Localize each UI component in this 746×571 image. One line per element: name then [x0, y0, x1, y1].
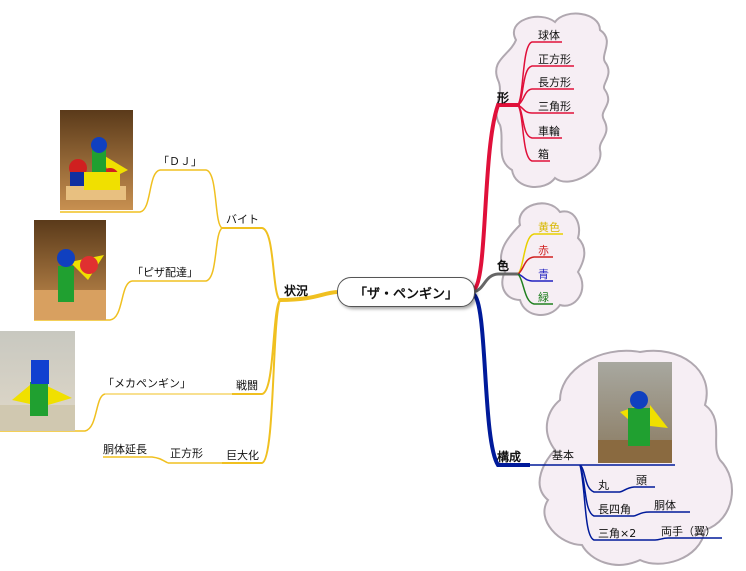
shape-sub-branches [517, 41, 574, 162]
structure-shape-rectangle[interactable]: 長四角 [598, 503, 631, 516]
byte-item-pizza[interactable]: 「ピザ配達」 [132, 266, 198, 279]
shape-item-box[interactable]: 箱 [538, 148, 549, 161]
photo-mecha [0, 331, 75, 431]
photo-basic [598, 362, 672, 463]
situation-battle[interactable]: 戦闘 [236, 379, 258, 392]
color-item-blue[interactable]: 青 [538, 268, 549, 281]
topic-structure[interactable]: 構成 [497, 450, 522, 464]
topic-situation[interactable]: 状況 [284, 284, 309, 298]
byte-item-dj[interactable]: 「ＤＪ」 [158, 155, 202, 168]
structure-shape-circle[interactable]: 丸 [598, 479, 609, 492]
color-item-yellow[interactable]: 黄色 [538, 221, 560, 234]
photo-pizza [34, 220, 106, 320]
situation-branches [0, 169, 338, 464]
shape-item-square[interactable]: 正方形 [538, 53, 571, 66]
photo-dj [60, 110, 133, 210]
topic-colors[interactable]: 色 [497, 259, 510, 273]
shape-item-rectangle[interactable]: 長方形 [538, 76, 571, 89]
giant-extend-body[interactable]: 胴体延長 [103, 443, 147, 456]
color-item-green[interactable]: 緑 [538, 291, 549, 304]
structure-sub-branches [528, 464, 722, 541]
shape-item-sphere[interactable]: 球体 [538, 29, 560, 42]
branch-structure [471, 292, 530, 467]
giant-shape-square[interactable]: 正方形 [170, 447, 203, 460]
color-item-red[interactable]: 赤 [538, 244, 549, 257]
structure-part-body[interactable]: 胴体 [654, 499, 676, 512]
battle-item-mecha[interactable]: 「メカペンギン」 [103, 377, 191, 390]
central-topic[interactable]: 「ザ・ペンギン」 [337, 277, 475, 307]
structure-shape-triangles[interactable]: 三角×2 [598, 527, 637, 540]
situation-giant[interactable]: 巨大化 [226, 449, 259, 462]
topic-shape[interactable]: 形 [497, 91, 510, 105]
colors-boundary-cloud [500, 202, 586, 316]
structure-basic[interactable]: 基本 [552, 449, 574, 462]
shape-item-wheel[interactable]: 車輪 [538, 125, 560, 138]
branch-colors [472, 272, 520, 294]
structure-part-wings[interactable]: 両手（翼） [661, 525, 716, 538]
structure-part-head[interactable]: 頭 [636, 474, 647, 487]
situation-byte[interactable]: バイト [226, 213, 259, 226]
branch-shape [471, 103, 520, 292]
shape-item-triangle[interactable]: 三角形 [538, 100, 571, 113]
